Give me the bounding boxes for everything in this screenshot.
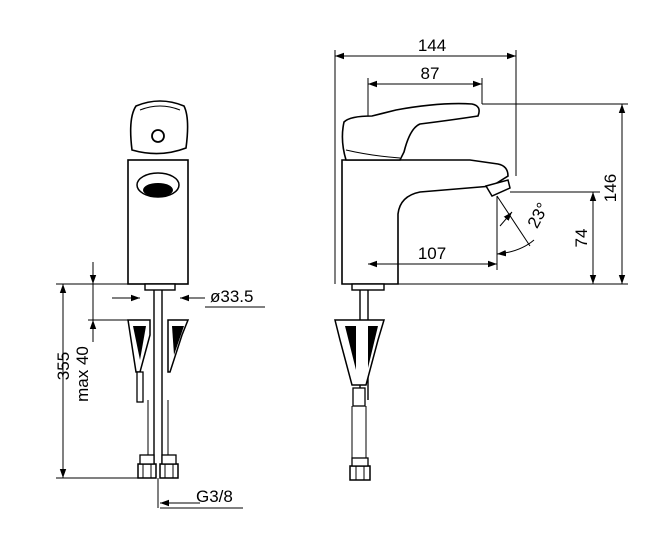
dim-body-diameter: ø33.5	[210, 287, 253, 306]
dim-spout-angle: 23°	[524, 200, 553, 232]
dim-thread: G3/8	[196, 487, 233, 506]
dim-hose-length: 355	[54, 352, 73, 380]
front-fitting-left	[137, 463, 157, 479]
dim-handle-reach: 87	[421, 64, 440, 83]
side-fitting	[349, 465, 371, 481]
side-view: 144 87 146 74 107 23°	[334, 36, 628, 481]
handle-indicator-icon	[151, 129, 165, 143]
side-handle	[341, 102, 480, 161]
dim-width-overall: 144	[418, 36, 446, 55]
front-fitting-right	[159, 463, 179, 479]
dim-spout-height: 74	[572, 229, 591, 248]
front-handle	[129, 100, 189, 155]
dim-max-deck: max 40	[73, 346, 92, 402]
side-body	[341, 159, 509, 285]
dim-height-overall: 146	[601, 174, 620, 202]
front-view: 355 max 40 ø33.5 G3/8	[54, 100, 265, 509]
dim-spout-reach: 107	[418, 244, 446, 263]
